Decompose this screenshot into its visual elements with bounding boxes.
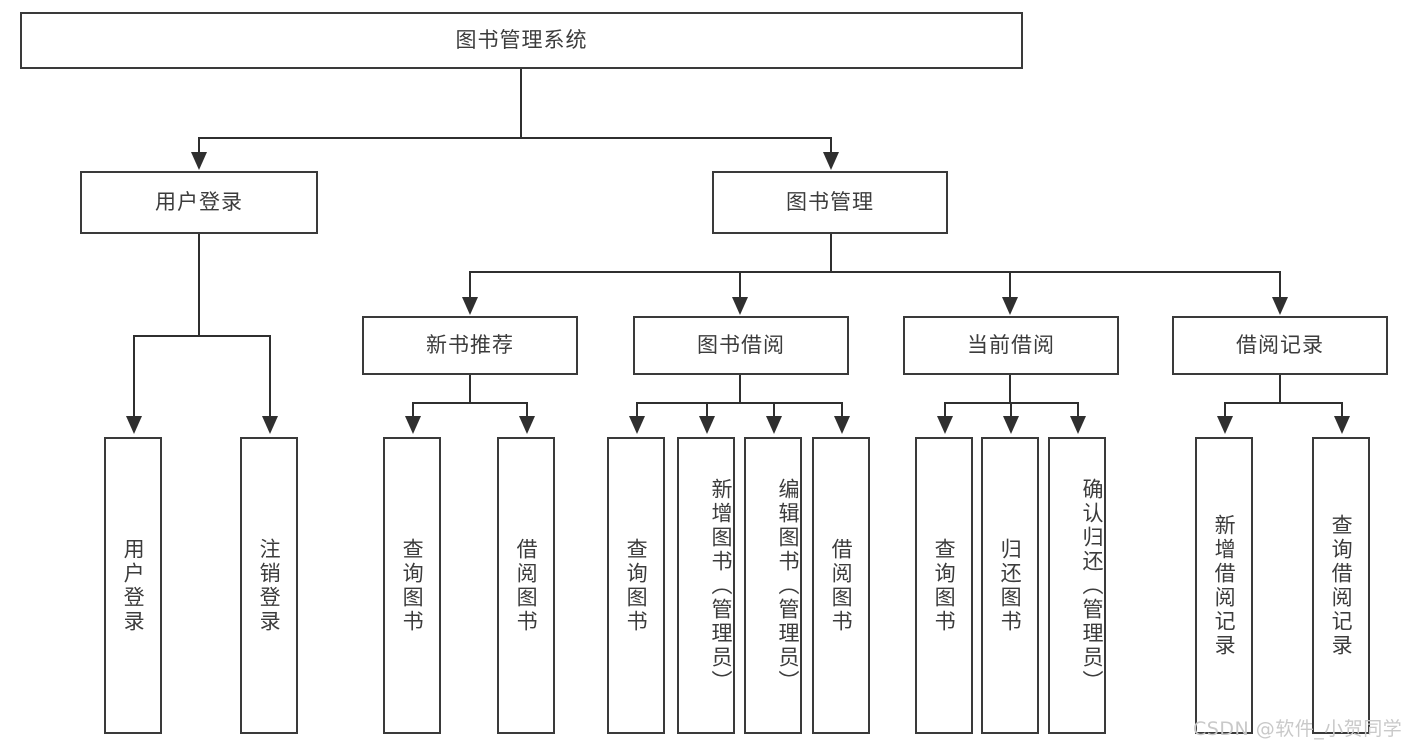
edge-borrow-record-bus xyxy=(1224,402,1342,404)
edge-book-manage-stem xyxy=(830,234,832,272)
node-leaf-logout-login-label: 注销登录 xyxy=(257,537,282,634)
arrowhead-user-login xyxy=(191,152,207,170)
arrowhead-leaf-user-login xyxy=(126,416,142,434)
node-leaf-user-login-label: 用户登录 xyxy=(121,537,146,634)
arrowhead-new-book-recommend xyxy=(462,297,478,315)
node-current-borrow[interactable]: 当前借阅 xyxy=(903,316,1119,375)
node-leaf-return-book-label: 归还图书 xyxy=(998,537,1023,634)
csdn-watermark: CSDN @软件_小贺同学 xyxy=(1193,718,1403,740)
node-user-login-label: 用户登录 xyxy=(155,189,243,214)
node-leaf-user-login[interactable]: 用户登录 xyxy=(104,437,162,734)
edge-new-book-drop-1 xyxy=(412,402,414,418)
node-leaf-query-book-1[interactable]: 查询图书 xyxy=(383,437,441,734)
edge-book-borrow-bus xyxy=(636,402,843,404)
edge-new-book-drop-2 xyxy=(526,402,528,418)
edge-book-manage-drop-3 xyxy=(1009,271,1011,299)
node-leaf-borrow-book-1[interactable]: 借阅图书 xyxy=(497,437,555,734)
node-leaf-confirm-return-label: 确认归还（管理员） xyxy=(1080,477,1104,694)
node-new-book-recommend[interactable]: 新书推荐 xyxy=(362,316,578,375)
edge-book-borrow-drop-4 xyxy=(841,402,843,418)
node-leaf-add-book[interactable]: 新增图书（管理员） xyxy=(677,437,735,734)
edge-root-stem xyxy=(520,68,522,138)
arrowhead-leaf-query-record xyxy=(1334,416,1350,434)
edge-borrow-record-stem xyxy=(1279,375,1281,403)
arrowhead-leaf-add-book xyxy=(699,416,715,434)
edge-root-bus xyxy=(198,137,832,139)
edge-new-book-bus xyxy=(412,402,527,404)
node-leaf-add-book-label: 新增图书（管理员） xyxy=(709,477,733,694)
node-leaf-query-book-2[interactable]: 查询图书 xyxy=(607,437,665,734)
node-root-title[interactable]: 图书管理系统 xyxy=(20,12,1023,69)
node-leaf-return-book[interactable]: 归还图书 xyxy=(981,437,1039,734)
edge-root-to-user-login xyxy=(198,137,200,155)
arrowhead-leaf-logout-login xyxy=(262,416,278,434)
arrowhead-leaf-edit-book xyxy=(766,416,782,434)
arrowhead-leaf-confirm-return xyxy=(1070,416,1086,434)
node-leaf-confirm-return[interactable]: 确认归还（管理员） xyxy=(1048,437,1106,734)
arrowhead-leaf-return-book xyxy=(1003,416,1019,434)
node-leaf-query-record[interactable]: 查询借阅记录 xyxy=(1312,437,1370,734)
edge-book-manage-drop-2 xyxy=(739,271,741,299)
node-leaf-query-book-3-label: 查询图书 xyxy=(932,537,957,634)
arrowhead-book-manage xyxy=(823,152,839,170)
edge-book-manage-drop-4 xyxy=(1279,271,1281,299)
edge-user-login-drop-1 xyxy=(133,335,135,418)
arrowhead-leaf-query-book-1 xyxy=(405,416,421,434)
node-user-login[interactable]: 用户登录 xyxy=(80,171,318,234)
node-book-manage-label: 图书管理 xyxy=(786,189,874,214)
node-leaf-borrow-book-2-label: 借阅图书 xyxy=(829,537,854,634)
node-borrow-record-label: 借阅记录 xyxy=(1236,332,1324,357)
edge-book-manage-drop-1 xyxy=(469,271,471,299)
node-current-borrow-label: 当前借阅 xyxy=(967,332,1055,357)
arrowhead-borrow-record xyxy=(1272,297,1288,315)
edge-root-to-book-manage xyxy=(830,137,832,155)
node-borrow-record[interactable]: 借阅记录 xyxy=(1172,316,1388,375)
node-book-borrow[interactable]: 图书借阅 xyxy=(633,316,849,375)
edge-borrow-record-drop-1 xyxy=(1224,402,1226,418)
node-leaf-borrow-book-1-label: 借阅图书 xyxy=(514,537,539,634)
edge-book-borrow-stem xyxy=(739,375,741,403)
node-leaf-add-record[interactable]: 新增借阅记录 xyxy=(1195,437,1253,734)
arrowhead-current-borrow xyxy=(1002,297,1018,315)
node-leaf-query-book-3[interactable]: 查询图书 xyxy=(915,437,973,734)
node-root-label: 图书管理系统 xyxy=(455,27,588,52)
arrowhead-book-borrow xyxy=(732,297,748,315)
node-book-borrow-label: 图书借阅 xyxy=(697,332,785,357)
edge-book-borrow-drop-1 xyxy=(636,402,638,418)
node-book-manage[interactable]: 图书管理 xyxy=(712,171,948,234)
edge-user-login-bus xyxy=(133,335,270,337)
edge-current-borrow-drop-1 xyxy=(944,402,946,418)
edge-book-borrow-drop-3 xyxy=(773,402,775,418)
edge-new-book-stem xyxy=(469,375,471,403)
node-leaf-edit-book[interactable]: 编辑图书（管理员） xyxy=(744,437,802,734)
node-leaf-borrow-book-2[interactable]: 借阅图书 xyxy=(812,437,870,734)
node-leaf-add-record-label: 新增借阅记录 xyxy=(1212,513,1237,658)
arrowhead-leaf-add-record xyxy=(1217,416,1233,434)
edge-current-borrow-stem xyxy=(1009,375,1011,403)
edge-borrow-record-drop-2 xyxy=(1341,402,1343,418)
edge-book-borrow-drop-2 xyxy=(706,402,708,418)
node-leaf-query-book-2-label: 查询图书 xyxy=(624,537,649,634)
edge-user-login-stem xyxy=(198,233,200,336)
node-leaf-edit-book-label: 编辑图书（管理员） xyxy=(776,477,800,694)
edge-book-manage-bus xyxy=(469,271,1280,273)
node-leaf-logout-login[interactable]: 注销登录 xyxy=(240,437,298,734)
node-leaf-query-record-label: 查询借阅记录 xyxy=(1329,513,1354,658)
edge-current-borrow-drop-2 xyxy=(1010,402,1012,418)
node-leaf-query-book-1-label: 查询图书 xyxy=(400,537,425,634)
edge-user-login-drop-2 xyxy=(269,335,271,418)
arrowhead-leaf-borrow-book-2 xyxy=(834,416,850,434)
node-new-book-recommend-label: 新书推荐 xyxy=(426,332,514,357)
arrowhead-leaf-query-book-2 xyxy=(629,416,645,434)
arrowhead-leaf-borrow-book-1 xyxy=(519,416,535,434)
arrowhead-leaf-query-book-3 xyxy=(937,416,953,434)
edge-current-borrow-drop-3 xyxy=(1077,402,1079,418)
